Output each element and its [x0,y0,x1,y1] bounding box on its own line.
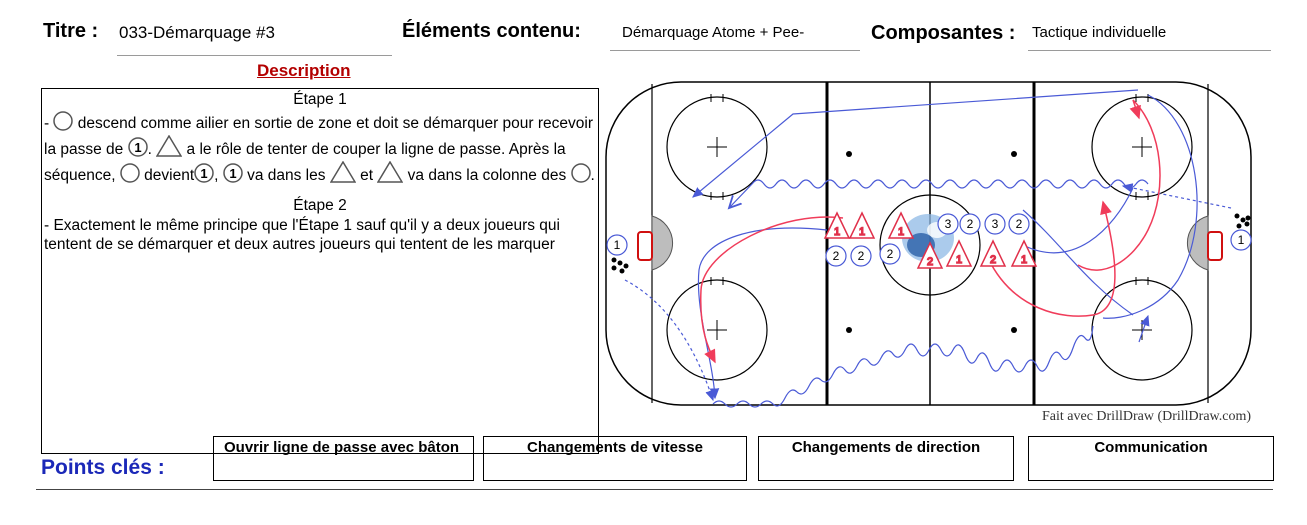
pucks-right [1234,213,1251,229]
player-circle-icon [120,163,140,183]
goal-net-left [637,231,653,261]
skate-path [692,89,1139,198]
defender-cone-1: 1 [887,211,915,239]
player-1-icon: 1 [223,163,243,183]
point-cle-item: Communication [1028,436,1274,481]
player-3-marker: 3 [937,213,959,235]
player-circle-icon [570,163,591,183]
player-circle-icon [53,111,74,131]
svg-text:1: 1 [229,166,236,181]
point-cle-item: Changements de direction [758,436,1014,481]
defender-triangle-icon [377,161,404,183]
faceoff-dot [846,151,852,157]
pucks-left [611,257,629,274]
svg-text:2: 2 [887,247,894,261]
defender-triangle-icon [156,135,183,157]
drilldraw-credit: Fait avec DrillDraw (DrillDraw.com) [1042,409,1251,424]
pass-red [1077,99,1161,271]
svg-text:2: 2 [967,217,974,231]
svg-text:2: 2 [927,256,933,268]
faceoff-dot [1011,151,1017,157]
bottom-divider [36,489,1273,490]
skate-wavy-path [712,325,1094,408]
composantes-label: Composantes : [871,22,1016,44]
pass-red [987,200,1116,317]
titre-label: Titre : [43,20,99,42]
point-cle-item: Changements de vitesse [483,436,747,481]
pass-dotted [624,279,715,402]
player-2-marker: 2 [850,245,872,267]
skate-path-arrow [1138,314,1150,343]
svg-text:1: 1 [134,140,141,155]
etape1-text: - descend comme ailier en sortie de zone… [42,111,598,187]
player-1-marker: 1 [606,234,628,256]
faceoff-circle-top-left [666,94,768,200]
skate-wavy-path [729,179,1149,208]
faceoff-dot [1011,327,1017,333]
defender-cone-1: 1 [823,211,851,239]
svg-text:1: 1 [834,226,840,238]
svg-text:1: 1 [201,166,208,181]
defender-cone-2: 2 [916,241,944,269]
player-1-marker: 1 [1230,229,1252,251]
svg-text:1: 1 [898,226,904,238]
pass-red [700,216,844,364]
defender-cone-1: 1 [945,239,973,267]
player-2-marker: 2 [959,213,981,235]
svg-text:2: 2 [858,249,865,263]
player-1-icon: 1 [127,137,148,157]
points-cles-label: Points clés : [41,456,165,479]
etape2-title: Étape 2 [293,197,347,214]
defender-cone-2: 2 [979,239,1007,267]
pass-dotted [1121,183,1232,209]
elements-underline [610,50,860,51]
pass-red [1129,99,1141,120]
rink-diagram: 1 1 1 2 1 2 1 2 2 2 3 2 3 2 1 1 Fait ave… [603,80,1256,430]
player-1-icon: 1 [194,163,214,183]
skate-path [1022,187,1134,254]
etape2-text: - Exactement le même principe que l'Étap… [44,217,560,253]
point-cle-item: Ouvrir ligne de passe avec bâton [213,436,474,481]
faceoff-circle-bottom-left [666,277,768,381]
svg-text:3: 3 [992,217,999,231]
goal-crease-left [651,215,674,271]
svg-text:1: 1 [859,226,865,238]
svg-text:1: 1 [614,238,621,252]
composantes-underline [1028,50,1271,51]
titre-value: 033-Démarquage #3 [119,23,275,42]
svg-text:2: 2 [990,254,996,266]
player-3-marker: 3 [984,213,1006,235]
player-2-marker: 2 [1008,213,1030,235]
svg-text:1: 1 [1238,233,1245,247]
faceoff-circle-top-right [1091,94,1193,200]
elements-label: Éléments contenu: [402,20,581,42]
defender-cone-1: 1 [848,211,876,239]
defender-triangle-icon [329,161,356,183]
svg-text:3: 3 [945,217,952,231]
elements-value: Démarquage Atome + Pee- [622,24,805,41]
defender-cone-1: 1 [1010,239,1038,267]
goal-net-right [1207,231,1223,261]
skate-path [1022,209,1134,316]
svg-text:1: 1 [956,254,962,266]
composantes-value: Tactique individuelle [1032,24,1167,41]
titre-underline [117,55,392,56]
description-box: Étape 1 - descend comme ailier en sortie… [41,88,599,454]
svg-text:1: 1 [1021,254,1027,266]
description-heading: Description [257,61,351,80]
svg-text:2: 2 [833,249,840,263]
center-circle [879,194,981,296]
goal-crease-right [1186,215,1209,271]
etape1-title: Étape 1 [293,91,347,108]
player-2-marker: 2 [825,245,847,267]
player-2-marker: 2 [879,243,901,265]
svg-text:2: 2 [1016,217,1023,231]
faceoff-dot [846,327,852,333]
